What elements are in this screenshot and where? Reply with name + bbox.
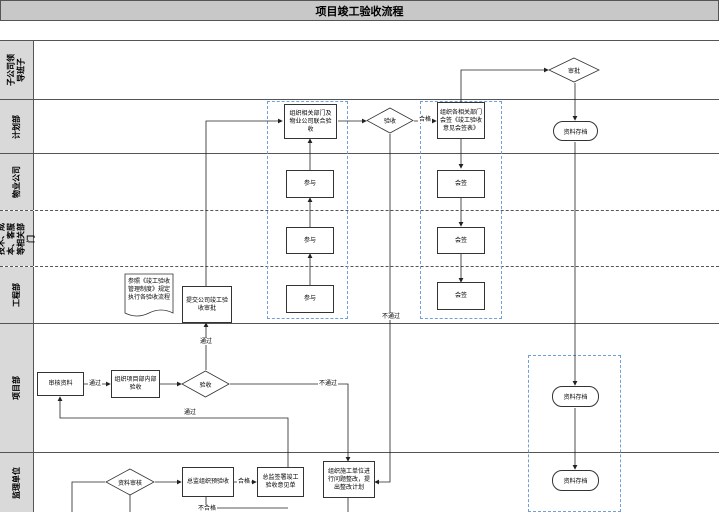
rectify-step: 组织施工单位进行问题整改，提出整改计划 [323,461,375,498]
lane-planning: 计划部 [0,100,719,154]
countersign-engineering-step: 会签 [437,282,485,310]
edge-label-not-pass-project: 不通过 [318,380,339,387]
approve-decision: 审批 [548,57,600,83]
project-acceptance-label: 验收 [199,381,212,389]
lane-supervisor: 监理单位 [0,453,719,512]
reference-document-text: 参照《竣工验收管理制度》规定执行各验收流程 [127,278,170,301]
countersign-property-step: 会签 [437,170,485,198]
edge-label-not-pass-acceptance: 不通过 [381,313,402,320]
approve-label: 审批 [567,67,580,75]
edge-label-qualified-chief: 合格 [237,478,252,485]
header-spacer-row [0,21,719,41]
archive-project-terminal: 资料存档 [552,386,599,407]
chief-sign-step: 总监签署竣工验收意见单 [257,467,304,497]
project-acceptance-decision: 验收 [181,370,230,398]
material-review-label: 资料审核 [117,479,142,487]
acceptance-decision-label: 验收 [383,118,396,125]
lane-project: 项目部 [0,324,719,453]
edge-label-pass-submit: 通过 [199,338,214,345]
internal-acceptance-step: 组织项目部内部验收 [111,370,160,398]
page-title: 项目竣工验收流程 [0,0,719,21]
countersign-organize-step: 组织各相关部门会签《竣工验收意见会签表》 [437,102,485,139]
organize-joint-acceptance-step: 组织相关部门及物业公司联合验收 [284,104,337,139]
archive-plan-terminal: 资料存档 [553,121,598,141]
countersign-tech-step: 会签 [437,227,485,254]
edge-label-qualified: 合格 [418,116,433,123]
material-review-decision: 资料审核 [105,468,155,496]
edge-label-pass-loop: 通过 [183,409,198,416]
lane-tech-cost-service: 技术、成本、客服等相关部门 [0,211,719,267]
reference-document: 参照《竣工验收管理制度》规定执行各验收流程 [124,273,174,319]
group-joint-acceptance [267,101,348,319]
chief-pre-acceptance-step: 总监组织预验收 [182,467,234,497]
edge-label-not-qualified: 不合格 [197,505,218,512]
archive-supervisor-terminal: 资料存档 [552,470,599,491]
participate-tech-step: 参与 [286,227,334,254]
participate-engineering-step: 参与 [286,285,334,313]
acceptance-decision: 验收 [366,107,414,134]
lane-property: 物业公司 [0,154,719,211]
edge-label-pass-internal: 通过 [88,380,103,387]
lane-leadership: 子公司领导班子 [0,41,719,100]
participate-property-step: 参与 [286,170,334,198]
submit-review-step: 提交公司竣工验收审批 [182,286,232,323]
lane-engineering: 工程部 [0,267,719,324]
review-material-step: 审核资料 [37,372,84,396]
